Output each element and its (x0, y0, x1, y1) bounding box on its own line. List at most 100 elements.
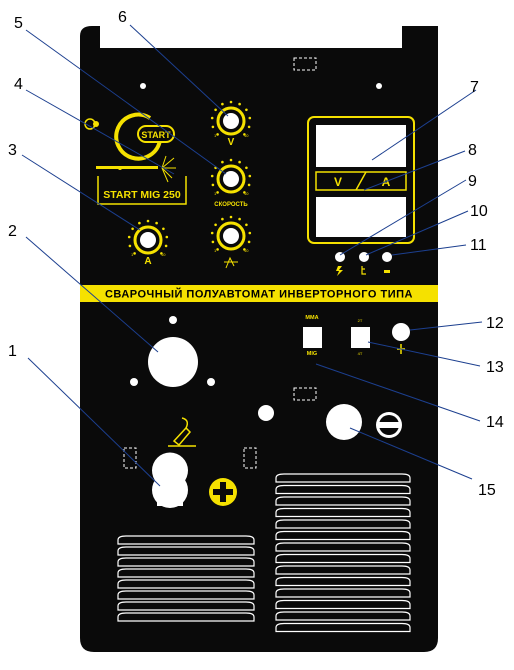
knob-scale-min: 1 (214, 133, 217, 138)
model-plate: START MIG 250 (96, 155, 187, 205)
display-unit-right: A (382, 175, 391, 189)
knob-scale-tick (146, 219, 150, 223)
vent-slot (117, 557, 255, 567)
display-window-top (316, 125, 406, 167)
knob-scale-tick (216, 133, 219, 136)
mounting-hole-right (376, 83, 382, 89)
lightning-icon (336, 266, 343, 276)
knob-scale-tick (248, 116, 252, 120)
callout-12: 12 (486, 315, 504, 332)
vent-slot (275, 473, 411, 483)
callout-3: 3 (8, 142, 17, 159)
knob-scale-max: 10 (161, 252, 166, 257)
vent-slot (275, 576, 411, 587)
knob-scale-min: 1 (214, 191, 217, 196)
knob-scale-tick (245, 108, 248, 112)
vent-slot (275, 519, 411, 529)
vent-slot (117, 601, 255, 611)
knob-scale-tick (221, 217, 224, 221)
callout-numbers: 1 2 3 4 5 6 7 8 9 10 11 12 13 14 15 (8, 9, 504, 499)
vent-slot (275, 611, 411, 621)
knob-scale-tick (210, 116, 214, 120)
knob-scale-tick (165, 235, 169, 239)
knob-scale-tick (229, 100, 233, 104)
knob-scale-tick (221, 102, 224, 106)
vent-slot (275, 496, 411, 506)
knob-scale-tick (162, 227, 165, 231)
knob-cap (223, 228, 239, 244)
knob-current-label: A (144, 256, 151, 267)
banner-text: СВАРОЧНЫЙ ПОЛУАВТОМАТ ИНВЕРТОРНОГО ТИПА (105, 288, 413, 301)
spark-icon (161, 155, 176, 183)
knob-scale-tick (238, 160, 241, 164)
knob-scale-tick (128, 244, 132, 248)
callout-9: 9 (468, 173, 477, 190)
led-power (335, 252, 345, 262)
knob-cap (140, 232, 156, 248)
knob-ring (133, 225, 163, 255)
torch-mode-switch: 2T 4T (351, 318, 370, 356)
led-overheat (359, 252, 369, 262)
model-name-text: START MIG 250 (103, 189, 181, 201)
knob-scale-tick (214, 108, 217, 112)
knob-scale-tick (243, 248, 246, 251)
knob-scale-max: 10 (244, 248, 249, 253)
negative-terminal (326, 404, 402, 440)
display-unit: V A (307, 116, 415, 244)
vent-slot (117, 546, 255, 556)
blank-plate-mid (293, 387, 317, 401)
knob-scale-tick (238, 102, 241, 106)
callout-15: 15 (478, 482, 496, 499)
vent-slot (117, 568, 255, 578)
knob-scale-tick (247, 183, 251, 187)
led-overload (382, 252, 392, 262)
knob-ring (216, 221, 246, 251)
knob-scale-tick (243, 133, 246, 136)
callout-10: 10 (470, 203, 488, 220)
knob-scale-tick (164, 244, 168, 248)
vent-slot (275, 507, 411, 518)
thermometer-icon (361, 266, 366, 275)
torch-switch-top-label: 2T (358, 318, 363, 323)
knob-scale-tick (210, 174, 214, 178)
vent-slot (275, 530, 411, 541)
callout-6: 6 (118, 9, 127, 26)
vent-slot (117, 535, 255, 545)
vent-grille-left (117, 535, 255, 622)
vent-slot (275, 553, 411, 564)
knob-scale-max: 10 (244, 133, 249, 138)
euro-torch-socket (130, 316, 215, 387)
knob-scale-tick (247, 125, 251, 129)
vent-slot (117, 579, 255, 589)
knob-scale-tick (211, 125, 215, 129)
knob-scale-tick (247, 240, 251, 244)
knob-scale-tick (133, 252, 136, 255)
mode-switch-top-label: MMA (305, 315, 318, 321)
torch-icon (168, 417, 196, 447)
knob-scale-tick (216, 191, 219, 194)
vent-slot (275, 542, 411, 552)
knob-scale-min: 1 (131, 252, 134, 257)
knob-cap (223, 171, 239, 187)
knob-ring (216, 164, 246, 194)
knob-scale-tick (211, 240, 215, 244)
vent-slot (117, 590, 255, 600)
knob-scale-tick (243, 191, 246, 194)
knob-scale-tick (229, 158, 233, 162)
knob-scale-tick (229, 215, 233, 219)
callout-11: 11 (470, 237, 487, 254)
knob-scale-tick (160, 252, 163, 255)
knob-scale-tick (155, 221, 158, 225)
start-badge-text: START (141, 130, 171, 140)
callout-14: 14 (486, 414, 504, 431)
knob-scale-tick (248, 174, 252, 178)
control-connector (258, 405, 274, 421)
banner (80, 285, 438, 302)
vent-slot (275, 565, 411, 575)
knob-voltage-label: V (228, 137, 235, 148)
callout-7: 7 (470, 79, 479, 96)
